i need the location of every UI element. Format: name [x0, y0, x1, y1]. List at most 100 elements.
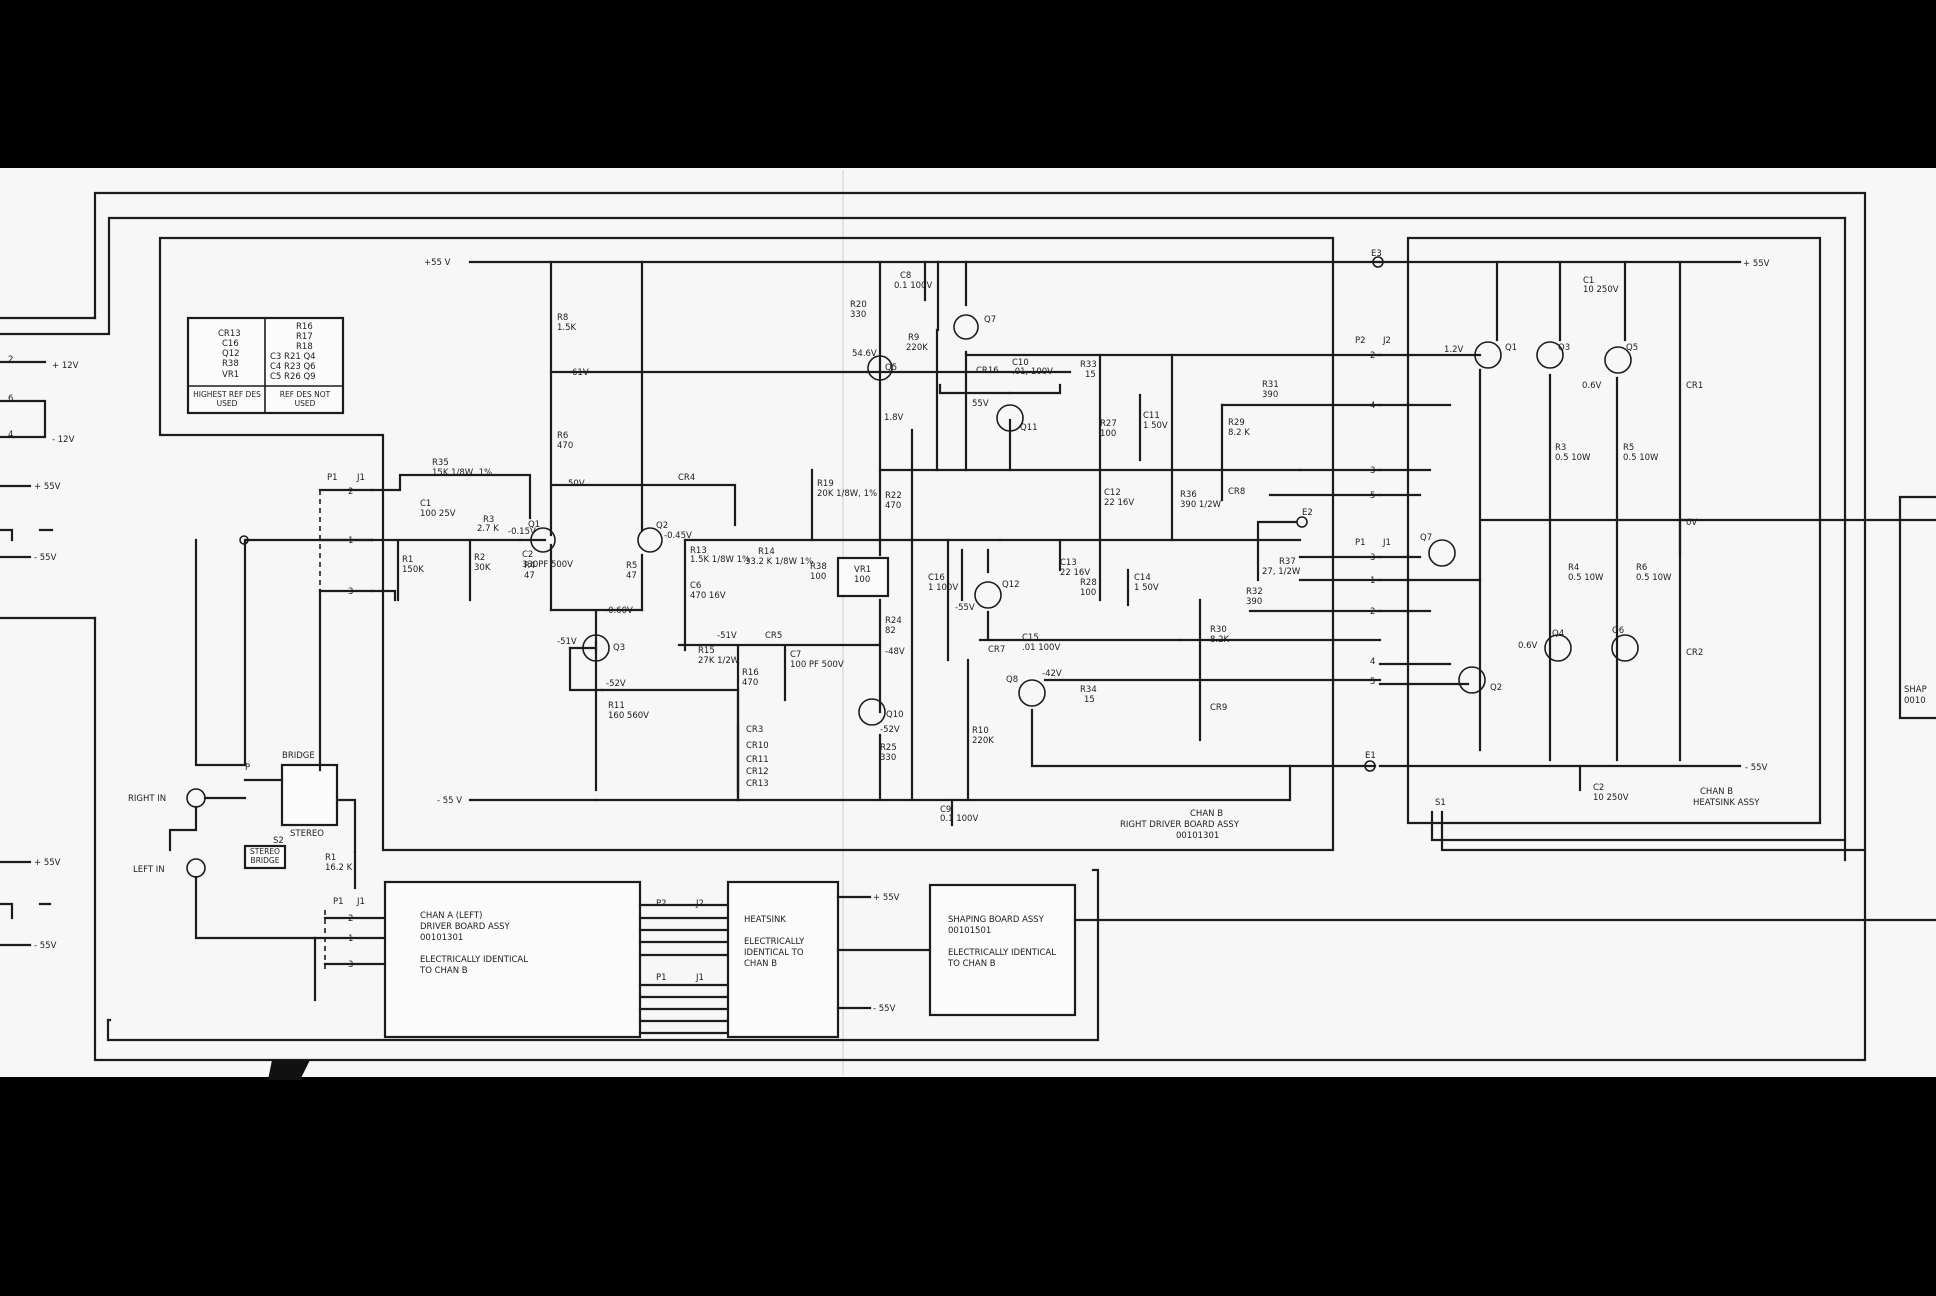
- c6-val: 470 16V: [690, 591, 726, 601]
- ref-cell: Q12: [222, 349, 240, 359]
- hs-c2: C2: [1593, 783, 1604, 793]
- diode-string: CR3 CR10 CR11 CR12 CR13: [736, 723, 769, 792]
- q5: Q5: [885, 363, 897, 373]
- out-q5-symbol: [1604, 346, 1632, 374]
- pin-label: 2: [348, 487, 353, 497]
- ref-cell: R18: [296, 342, 313, 352]
- hs-r4-val: 0.5 10W: [1568, 573, 1604, 583]
- shaping-number: 00101501: [948, 926, 991, 936]
- pin: 4: [1370, 657, 1375, 667]
- q8-symbol: [1018, 679, 1046, 707]
- s1-label: S1: [1435, 798, 1446, 808]
- ref-cell: CR13: [218, 329, 241, 339]
- q10-symbol: [858, 698, 886, 726]
- ref-footer-left: HIGHEST REF DES USED: [193, 390, 261, 408]
- a-p1b: P1: [656, 973, 667, 983]
- left-neg-55: - 55V: [34, 553, 57, 563]
- edge-shaping-label: SHAP: [1904, 685, 1927, 695]
- chan-b-label: CHAN B: [1190, 809, 1223, 819]
- p-label: P: [245, 763, 250, 773]
- shaping-label: SHAPING BOARD ASSY: [948, 915, 1045, 925]
- r4: R4: [524, 561, 535, 571]
- stereo-label: STEREO: [290, 829, 324, 839]
- r14: R14: [758, 547, 775, 557]
- heat-neg-55: - 55V: [873, 1004, 896, 1014]
- c6: C6: [690, 581, 701, 591]
- r29: R29: [1228, 418, 1245, 428]
- r37: R37: [1279, 557, 1296, 567]
- pin: 2: [348, 914, 353, 924]
- ref-cell: VR1: [222, 370, 239, 380]
- c12-val: 22 16V: [1104, 498, 1134, 508]
- c14: C14: [1134, 573, 1151, 583]
- output-connectors: R31 390 R32 390 R37 27, 1/2W P2 J2 P1 J1…: [1178, 249, 1391, 772]
- e1-terminal: [1364, 760, 1376, 772]
- c11-val: 1 50V: [1143, 421, 1168, 431]
- r32-val: 390: [1246, 597, 1262, 607]
- q11: Q11: [1020, 423, 1038, 433]
- cr1: CR1: [1686, 381, 1703, 391]
- c15-val: .01 100V: [1022, 643, 1060, 653]
- r8-val: 1.5K: [557, 323, 577, 333]
- r24-val: 82: [885, 626, 896, 636]
- heatsink-label: HEATSINK: [744, 915, 786, 925]
- r20-val: 330: [850, 310, 866, 320]
- bridge-switch: [280, 763, 339, 827]
- hs-c2-val: 10 250V: [1593, 793, 1629, 803]
- r27-val: 100: [1100, 429, 1116, 439]
- hs-c1-val: 10 250V: [1583, 285, 1619, 295]
- c8-val: 0.1 100V: [894, 281, 932, 291]
- chan-a-number: 00101301: [420, 933, 463, 943]
- r25: R25: [880, 743, 897, 753]
- hs-c1: C1: [1583, 276, 1594, 286]
- cr9: CR9: [1210, 703, 1227, 713]
- v55: 55V: [972, 399, 989, 409]
- c16: C16: [928, 573, 945, 583]
- chan-b-heatsink-outline: [1406, 236, 1822, 825]
- e2-label: E2: [1302, 508, 1313, 518]
- chan-a-board: [383, 880, 642, 1039]
- heat-pos-55: + 55V: [873, 893, 900, 903]
- c7: C7: [790, 650, 801, 660]
- q5-symbol: [867, 355, 893, 381]
- r28: R28: [1080, 578, 1097, 588]
- out-q4-symbol: [1544, 634, 1572, 662]
- r19-val: 20K 1/8W, 1%: [817, 489, 877, 499]
- v-51: -51V: [557, 637, 577, 647]
- q12: Q12: [1002, 580, 1020, 590]
- q8: Q8: [1006, 675, 1018, 685]
- right-driver-board-label: RIGHT DRIVER BOARD ASSY: [1120, 820, 1240, 830]
- edge-shaping-box: [1898, 495, 1936, 720]
- hs-r4: R4: [1568, 563, 1579, 573]
- cr4: CR4: [678, 473, 695, 483]
- r15-val: 27K 1/2W: [698, 656, 740, 666]
- j1-label: J1: [356, 473, 365, 483]
- out-q6-symbol: [1611, 634, 1639, 662]
- chan-a-identical: ELECTRICALLY IDENTICAL: [420, 955, 528, 965]
- ref-cell: C5 R26 Q9: [270, 372, 316, 382]
- r32: R32: [1246, 587, 1263, 597]
- neg-12-label: - 12V: [52, 435, 75, 445]
- j1-right-label: J1: [1382, 538, 1391, 548]
- q3-symbol: [582, 634, 610, 662]
- r9: R9: [908, 333, 919, 343]
- hs-r6: R6: [1636, 563, 1647, 573]
- r24: R24: [885, 616, 902, 626]
- r16: R16: [742, 668, 759, 678]
- r37-val: 27, 1/2W: [1262, 567, 1301, 577]
- c7-val: 100 PF 500V: [790, 660, 844, 670]
- r16-val: 470: [742, 678, 758, 688]
- r1: R1: [402, 555, 413, 565]
- r38: R38: [810, 562, 827, 572]
- r34: R34: [1080, 685, 1097, 695]
- frame-wires: [0, 191, 1867, 1062]
- r2-val: 30K: [474, 563, 491, 573]
- out-q5: Q5: [1626, 343, 1638, 353]
- shaping-board: [928, 883, 1077, 1017]
- pos-12-label: + 12V: [52, 361, 79, 371]
- pos-55-rail-label: +55 V: [424, 258, 451, 268]
- cr16: CR16: [976, 366, 999, 376]
- r8: R8: [557, 313, 568, 323]
- out-q2: Q2: [1490, 683, 1502, 693]
